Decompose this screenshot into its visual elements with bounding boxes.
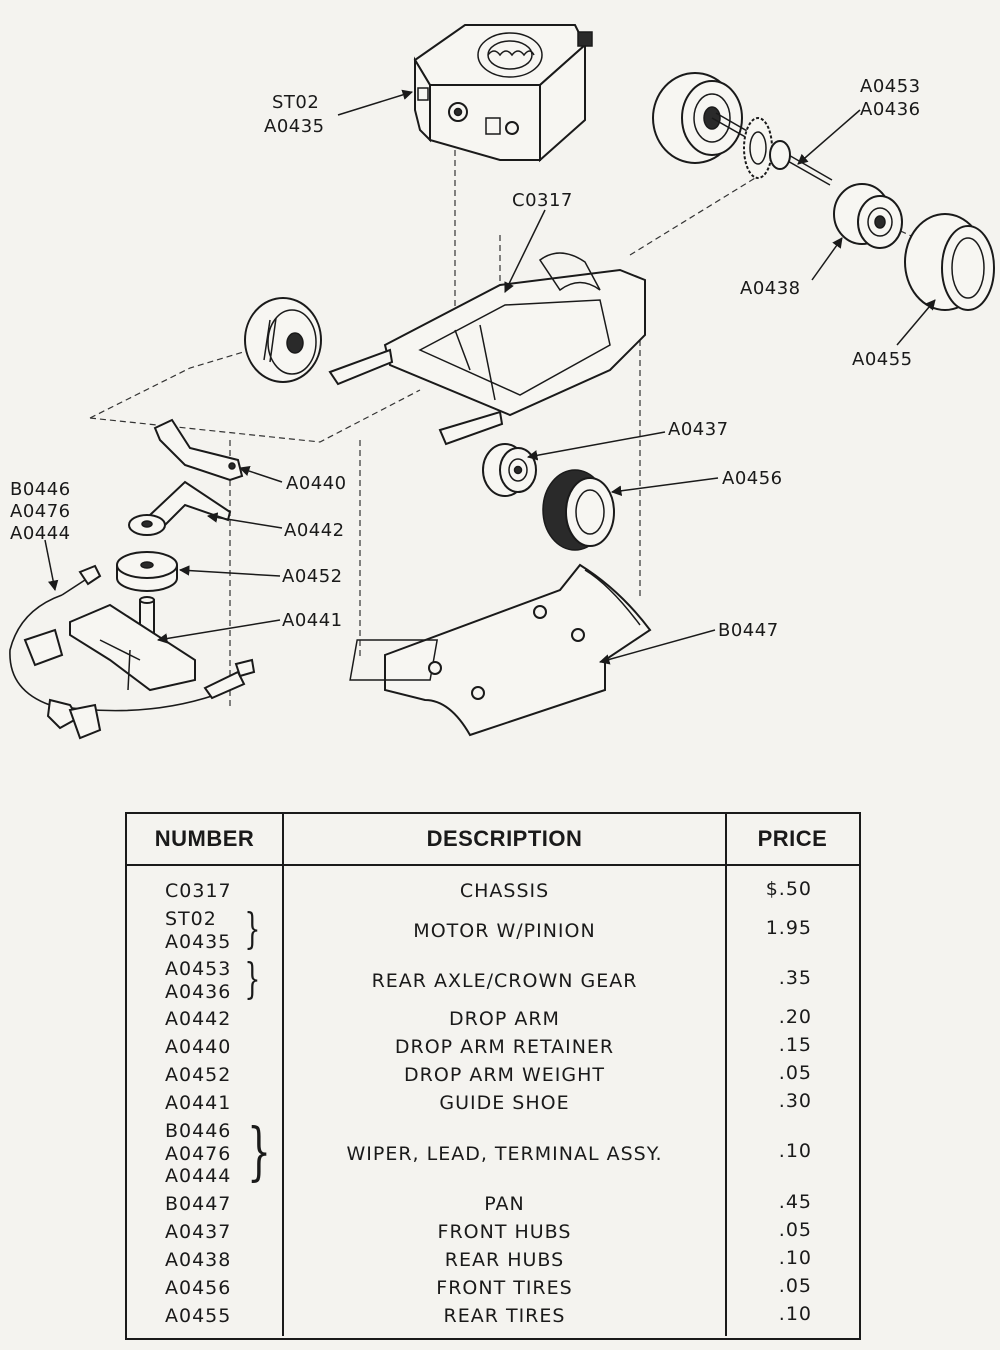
part-description: GUIDE SHOE bbox=[439, 1092, 570, 1115]
group-brace: } bbox=[247, 1115, 272, 1188]
part-description: CHASSIS bbox=[459, 880, 550, 903]
price-column: $.50 1.95 .35 .20 .15 .05 .30 .10 .45 .05 .10 .05 .1… bbox=[727, 866, 858, 1336]
label-a0440: A0440 bbox=[286, 473, 347, 494]
part-number: A0436 bbox=[165, 980, 232, 1003]
part-description: REAR HUBS bbox=[444, 1248, 565, 1271]
label-a0442: A0442 bbox=[284, 520, 345, 541]
part-description: REAR AXLE/CROWN GEAR bbox=[371, 969, 638, 992]
rear-axle-drawing bbox=[652, 72, 833, 186]
part-price: .35 bbox=[778, 966, 812, 989]
label-c0317: C0317 bbox=[512, 190, 573, 211]
part-description: FRONT TIRES bbox=[436, 1276, 573, 1299]
label-a0452: A0452 bbox=[282, 566, 343, 587]
part-number: A0455 bbox=[165, 1304, 232, 1327]
part-price: $.50 bbox=[765, 878, 812, 901]
label-a0453: A0453 bbox=[860, 76, 921, 97]
wiper-lead-assembly-drawing bbox=[9, 564, 256, 740]
part-price: .20 bbox=[778, 1006, 812, 1029]
group-brace: } bbox=[244, 904, 261, 953]
label-a0436: A0436 bbox=[860, 99, 921, 120]
part-number: A0453 bbox=[165, 958, 232, 980]
part-description: PAN bbox=[484, 1192, 525, 1215]
part-price: .10 bbox=[778, 1246, 812, 1269]
label-a0444: A0444 bbox=[10, 523, 71, 544]
part-number: A0452 bbox=[165, 1064, 232, 1086]
table-header: NUMBER DESCRIPTION PRICE bbox=[127, 814, 859, 866]
part-price: .05 bbox=[778, 1274, 812, 1297]
part-number: A0438 bbox=[165, 1248, 232, 1271]
label-a0441: A0441 bbox=[282, 610, 343, 631]
label-a0455: A0455 bbox=[852, 349, 913, 370]
part-number: A0444 bbox=[165, 1165, 232, 1187]
header-description: DESCRIPTION bbox=[284, 814, 727, 864]
part-description: WIPER, LEAD, TERMINAL ASSY. bbox=[346, 1142, 663, 1165]
part-number: A0456 bbox=[165, 1276, 232, 1299]
label-a0435: A0435 bbox=[264, 116, 325, 137]
part-description: DROP ARM WEIGHT bbox=[404, 1064, 605, 1087]
header-number: NUMBER bbox=[127, 814, 284, 864]
label-a0456: A0456 bbox=[722, 468, 783, 489]
part-number: A0442 bbox=[165, 1008, 232, 1030]
part-description: DROP ARM RETAINER bbox=[394, 1036, 615, 1059]
part-price: .10 bbox=[778, 1302, 812, 1325]
part-number: C0317 bbox=[165, 880, 232, 902]
part-price: .30 bbox=[778, 1090, 812, 1113]
drop-arm-drawing bbox=[128, 480, 232, 536]
pan-drawing bbox=[349, 563, 652, 737]
part-price: .05 bbox=[778, 1062, 812, 1085]
motor-drawing bbox=[413, 24, 593, 163]
label-b0446: B0446 bbox=[10, 479, 71, 500]
drop-arm-weight-drawing bbox=[116, 551, 178, 592]
label-a0437: A0437 bbox=[668, 419, 729, 440]
part-description: DROP ARM bbox=[449, 1008, 560, 1031]
exploded-parts-diagram: ST02 A0435 A0453 A0436 C0317 A0438 A0455… bbox=[9, 24, 995, 740]
part-price: .45 bbox=[778, 1190, 812, 1213]
part-number: B0446 bbox=[165, 1120, 232, 1142]
part-price: .10 bbox=[778, 1139, 812, 1162]
description-column: CHASSIS MOTOR W/PINION REAR AXLE/CROWN GEA… bbox=[284, 866, 727, 1336]
part-number: B0447 bbox=[165, 1192, 232, 1215]
drop-arm-retainer-drawing bbox=[153, 418, 244, 482]
part-number: A0437 bbox=[165, 1220, 232, 1243]
part-number: A0441 bbox=[165, 1092, 232, 1114]
label-st02: ST02 bbox=[272, 92, 319, 113]
part-price: .05 bbox=[778, 1218, 812, 1241]
label-b0447: B0447 bbox=[718, 620, 779, 641]
front-wheel-left-drawing bbox=[244, 297, 322, 383]
rear-hub-drawing bbox=[833, 183, 903, 249]
label-a0476: A0476 bbox=[10, 501, 71, 522]
part-price: .15 bbox=[778, 1034, 812, 1057]
guide-shoe-drawing bbox=[69, 596, 196, 692]
front-hub-drawing bbox=[482, 443, 537, 497]
header-price: PRICE bbox=[757, 826, 828, 851]
part-description: MOTOR W/PINION bbox=[413, 919, 596, 942]
rear-tire-drawing bbox=[904, 213, 995, 311]
label-a0438: A0438 bbox=[740, 278, 801, 299]
leader-lines bbox=[44, 89, 936, 665]
group-brace: } bbox=[244, 954, 261, 1003]
part-price: 1.95 bbox=[765, 916, 812, 939]
part-number: A0440 bbox=[165, 1036, 232, 1058]
part-description: REAR TIRES bbox=[443, 1304, 566, 1327]
chassis-drawing bbox=[328, 252, 646, 446]
front-tire-drawing bbox=[542, 469, 615, 551]
part-number: ST02 bbox=[165, 908, 217, 930]
part-description: FRONT HUBS bbox=[437, 1220, 572, 1243]
part-number: A0476 bbox=[165, 1142, 232, 1165]
part-number: A0435 bbox=[165, 930, 232, 953]
